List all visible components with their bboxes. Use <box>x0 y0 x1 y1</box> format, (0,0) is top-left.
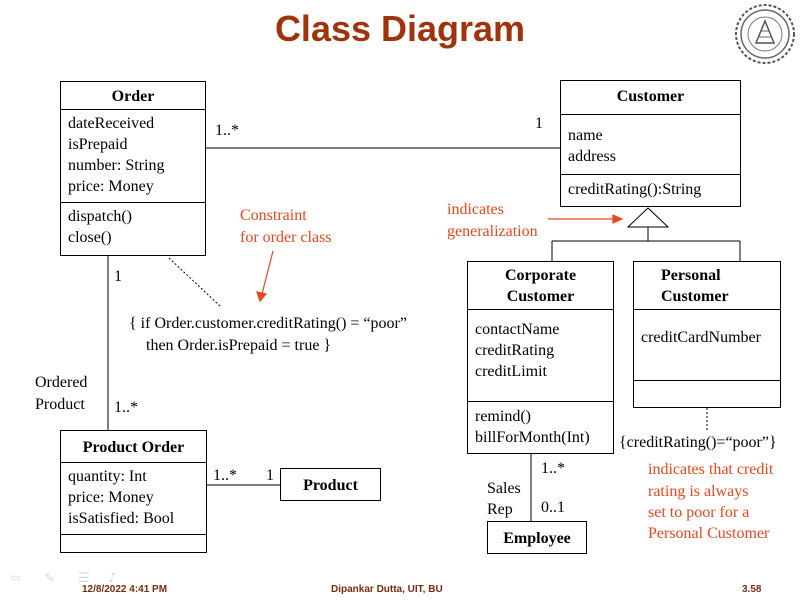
class-customer: Customer name address creditRating():Str… <box>560 80 741 207</box>
attribute: contactName <box>475 321 560 338</box>
menu-icon[interactable]: ☰ <box>78 571 90 586</box>
multiplicity-label: 1..* <box>213 467 237 484</box>
role-label: Rep <box>487 501 513 518</box>
role-label: Product <box>35 396 85 413</box>
multiplicity-label: 1..* <box>541 460 565 477</box>
credit-note: set to poor for a <box>648 504 750 521</box>
slide-title: Class Diagram <box>274 8 526 49</box>
generalization-note: indicates <box>447 201 504 218</box>
credit-note: indicates that credit <box>648 461 774 478</box>
class-customer-operations: creditRating():String <box>561 174 740 200</box>
attribute: quantity: Int <box>68 468 147 485</box>
class-order-attributes: dateReceived isPrepaid number: String pr… <box>61 113 205 197</box>
class-order-name: Order <box>61 82 205 110</box>
attribute: price: Money <box>68 489 154 506</box>
class-corporate-customer-attributes: contactName creditRating creditLimit <box>468 319 613 382</box>
class-product-order-name: Product Order <box>61 431 206 463</box>
class-product: Product <box>280 468 381 501</box>
personal-constraint-text: {creditRating()=“poor”} <box>619 434 777 451</box>
attribute: creditCardNumber <box>641 329 761 346</box>
attribute: price: Money <box>68 178 154 195</box>
attribute: number: String <box>68 157 165 174</box>
constraint-arrow-head <box>256 291 268 303</box>
attribute: dateReceived <box>68 115 155 132</box>
arrow-left-icon[interactable]: ⇦ <box>10 571 21 586</box>
attribute: name <box>568 127 603 144</box>
attribute: creditLimit <box>475 363 547 380</box>
class-order: Order dateReceived isPrepaid number: Str… <box>60 81 206 256</box>
order-constraint-text: { if Order.customer.creditRating() = “po… <box>129 315 407 332</box>
footer-page-number: 3.58 <box>742 584 762 595</box>
class-employee-name: Employee <box>503 530 571 547</box>
operation: creditRating():String <box>568 181 702 198</box>
operation: close() <box>68 229 112 246</box>
university-seal-icon <box>735 4 795 64</box>
class-personal-customer-attributes: creditCardNumber <box>634 327 780 348</box>
role-label: Sales <box>487 480 521 497</box>
credit-note: rating is always <box>648 483 749 500</box>
constraint-note: Constraint <box>240 207 307 224</box>
class-corporate-customer-operations: remind() billForMonth(Int) <box>468 401 613 448</box>
operation: dispatch() <box>68 208 132 225</box>
class-order-operations: dispatch() close() <box>61 202 205 248</box>
generalization-triangle <box>626 207 670 228</box>
constraint-note: for order class <box>240 229 332 246</box>
multiplicity-label: 1 <box>114 268 122 285</box>
pen-icon[interactable]: ✎ <box>44 571 55 586</box>
class-customer-attributes: name address <box>561 125 740 167</box>
multiplicity-label: 1 <box>535 115 543 132</box>
constraint-dotted-line <box>168 257 221 307</box>
class-personal-customer: Personal Customer creditCardNumber <box>633 261 781 408</box>
class-corporate-customer: Corporate Customer contactName creditRat… <box>467 261 614 454</box>
class-product-order: Product Order quantity: Int price: Money… <box>60 430 207 553</box>
multiplicity-label: 0..1 <box>541 499 565 516</box>
class-corporate-customer-name: Corporate Customer <box>468 262 613 310</box>
order-constraint-text: then Order.isPrepaid = true } <box>146 337 332 354</box>
multiplicity-label: 1..* <box>114 399 138 416</box>
generalization-arrow-head <box>612 214 624 224</box>
class-customer-name: Customer <box>561 81 740 115</box>
operation: billForMonth(Int) <box>475 429 590 446</box>
attribute: isSatisfied: Bool <box>68 510 175 527</box>
attribute: isPrepaid <box>68 136 128 153</box>
constraint-arrow <box>261 250 274 295</box>
credit-note: Personal Customer <box>648 525 770 542</box>
footer-date: 12/8/2022 4:41 PM <box>82 584 168 595</box>
class-product-order-attributes: quantity: Int price: Money isSatisfied: … <box>61 466 206 529</box>
class-personal-customer-operations <box>634 380 780 408</box>
class-employee: Employee <box>487 521 587 554</box>
speaker-icon[interactable]: ♪ <box>108 571 117 586</box>
attribute: creditRating <box>475 342 555 359</box>
multiplicity-label: 1 <box>266 467 274 484</box>
role-label: Ordered <box>35 374 88 391</box>
class-product-order-operations <box>61 534 206 553</box>
generalization-note: generalization <box>447 223 538 240</box>
class-product-name: Product <box>303 477 358 494</box>
class-personal-customer-name: Personal Customer <box>634 262 780 310</box>
footer-author: Dipankar Dutta, UIT, BU <box>331 584 443 595</box>
operation: remind() <box>475 408 531 425</box>
attribute: address <box>568 148 616 165</box>
multiplicity-label: 1..* <box>215 122 239 139</box>
